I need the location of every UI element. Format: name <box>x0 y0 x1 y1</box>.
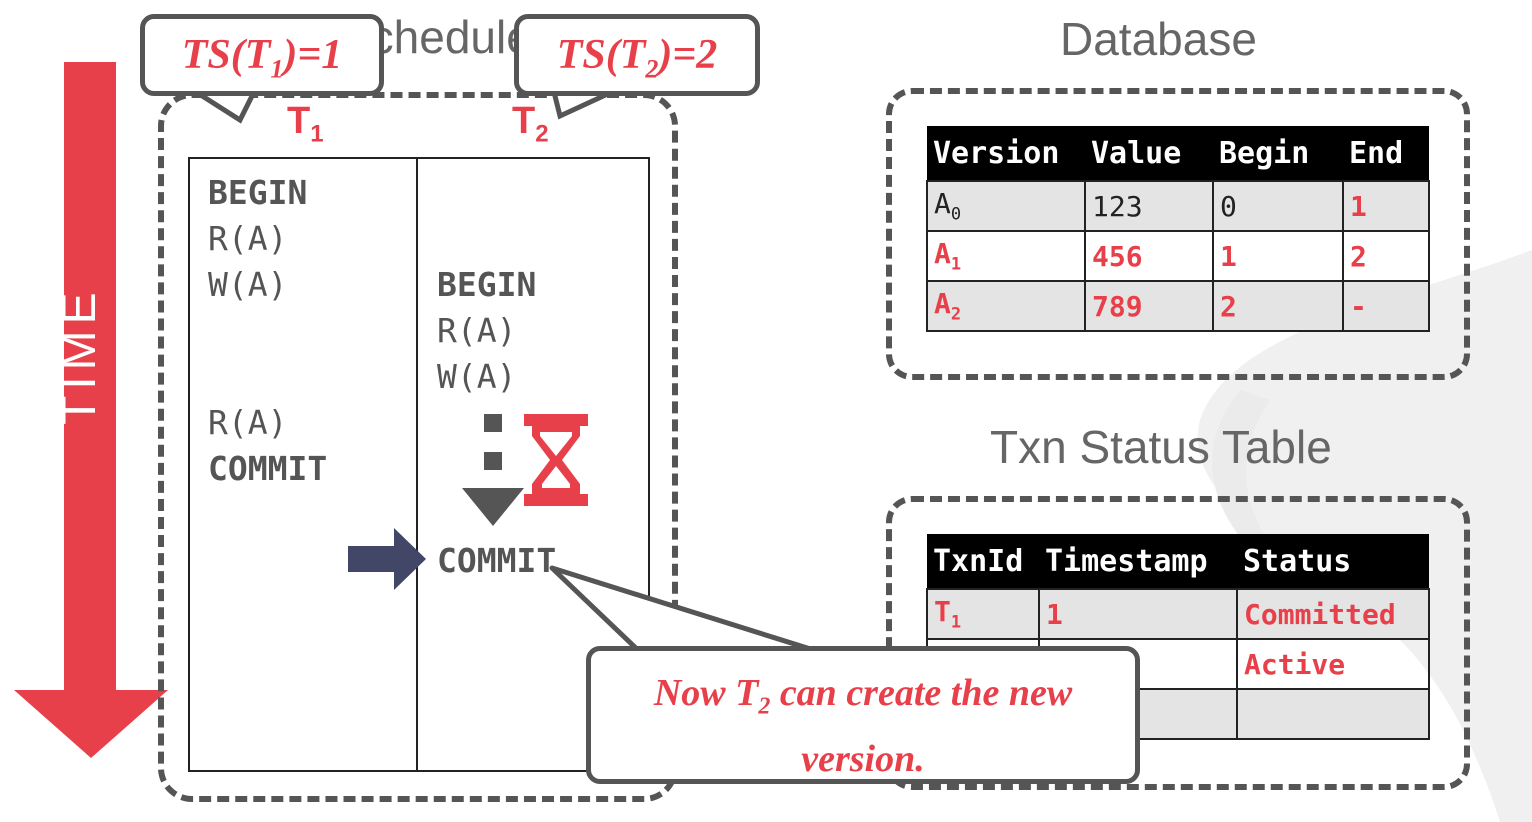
database-table: Version Value Begin End A0 123 0 1 A1 45… <box>926 126 1430 332</box>
header-status: Status <box>1237 534 1429 589</box>
timestamp-cell: 1 <box>1038 588 1238 640</box>
t1-op-read-2: R(A) <box>208 403 288 442</box>
txn-status-box <box>886 496 1470 790</box>
begin-cell: 1 <box>1212 230 1344 282</box>
table-row: A0 123 0 1 <box>926 180 1430 232</box>
header-timestamp: Timestamp <box>1039 534 1237 589</box>
value-cell: 789 <box>1084 280 1214 332</box>
t1-op-begin: BEGIN <box>208 173 308 212</box>
txn-status-title: Txn Status Table <box>990 421 1332 473</box>
time-arrow-shaft <box>64 62 116 694</box>
header-version: Version <box>927 126 1085 181</box>
header-txnid: TxnId <box>927 534 1039 589</box>
begin-cell: 2 <box>1212 280 1344 332</box>
end-cell: 1 <box>1342 180 1430 232</box>
status-cell <box>1236 688 1430 740</box>
t2-header: T2 <box>512 100 549 148</box>
t2-op-read: R(A) <box>437 311 517 350</box>
t1-op-read: R(A) <box>208 219 288 258</box>
version-cell: A1 <box>926 230 1086 282</box>
end-cell: 2 <box>1342 230 1430 282</box>
schedule-divider <box>416 157 418 772</box>
now-callout-line1: Now T2 can create the new <box>653 672 1073 720</box>
database-title: Database <box>1060 13 1257 65</box>
txnid-cell: T1 <box>926 588 1040 640</box>
header-value: Value <box>1085 126 1213 181</box>
schedule-box <box>158 92 678 802</box>
status-cell: Committed <box>1236 588 1430 640</box>
t1-header: T1 <box>287 100 324 148</box>
ts1-callout: TS(T1)=1 <box>140 14 384 96</box>
t1-op-write: W(A) <box>208 265 288 304</box>
now-callout-line2: version. <box>801 737 925 780</box>
schedule-table <box>188 157 650 772</box>
t1-op-commit: COMMIT <box>208 449 328 488</box>
current-step-arrow-icon <box>348 528 426 590</box>
database-box <box>886 88 1470 380</box>
now-callout: Now T2 can create the new version. <box>586 646 1140 784</box>
t2-op-commit: COMMIT <box>437 541 557 580</box>
hourglass-icon <box>524 414 588 506</box>
begin-cell: 0 <box>1212 180 1344 232</box>
ts2-callout: TS(T2)=2 <box>514 14 760 96</box>
wait-down-arrow-icon <box>462 414 524 526</box>
table-row: A1 456 1 2 <box>926 230 1430 282</box>
table-row: T1 1 Committed <box>926 588 1430 640</box>
table-header-row: TxnId Timestamp Status <box>927 534 1429 589</box>
header-end: End <box>1343 126 1429 181</box>
version-cell: A0 <box>926 180 1086 232</box>
header-begin: Begin <box>1213 126 1343 181</box>
t2-op-begin: BEGIN <box>437 265 537 304</box>
value-cell: 456 <box>1084 230 1214 282</box>
version-cell: A2 <box>926 280 1086 332</box>
table-header-row: Version Value Begin End <box>927 126 1429 181</box>
end-cell: - <box>1342 280 1430 332</box>
table-row: A2 789 2 - <box>926 280 1430 332</box>
t2-op-write: W(A) <box>437 357 517 396</box>
time-arrow-head <box>14 690 168 758</box>
value-cell: 123 <box>1084 180 1214 232</box>
status-cell: Active <box>1236 638 1430 690</box>
